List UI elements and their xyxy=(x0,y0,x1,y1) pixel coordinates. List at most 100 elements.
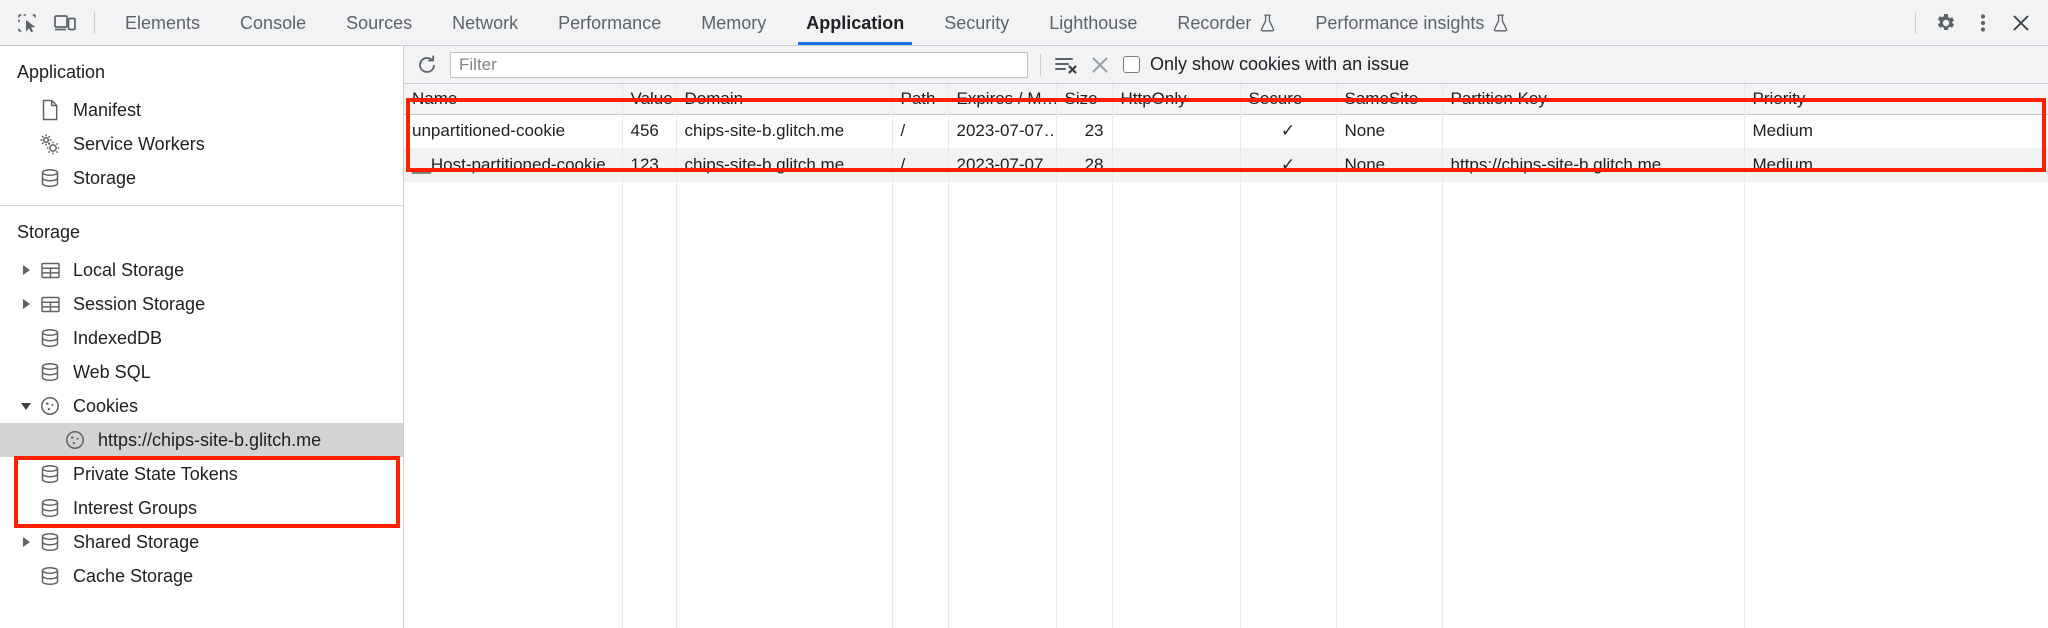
database-icon xyxy=(37,361,63,383)
tab-security[interactable]: Security xyxy=(924,0,1029,45)
column-header-domain[interactable]: Domain xyxy=(676,84,893,115)
column-header-httponly[interactable]: HttpOnly xyxy=(1112,84,1241,115)
column-header-path[interactable]: Path xyxy=(892,84,949,115)
column-header-size[interactable]: Size xyxy=(1056,84,1113,115)
tab-label: Recorder xyxy=(1177,12,1252,33)
cookie-icon xyxy=(62,429,88,451)
cell-value[interactable]: 123 xyxy=(622,148,677,182)
sidebar-item-web-sql[interactable]: Web SQL xyxy=(0,355,403,389)
gear-icon[interactable] xyxy=(1926,4,1964,42)
chevron-right-icon[interactable] xyxy=(17,299,35,309)
tab-console[interactable]: Console xyxy=(220,0,326,45)
tab-performance-insights[interactable]: Performance insights xyxy=(1295,0,1528,45)
filter-input[interactable] xyxy=(450,51,1028,78)
tab-performance[interactable]: Performance xyxy=(538,0,681,45)
refresh-icon[interactable] xyxy=(410,50,444,80)
inspect-element-icon[interactable] xyxy=(8,4,46,42)
table-icon xyxy=(37,260,63,281)
sidebar-item-service-workers[interactable]: Service Workers xyxy=(0,127,403,161)
cell-domain[interactable]: chips-site-b.glitch.me xyxy=(676,148,893,182)
chevron-down-icon[interactable] xyxy=(17,402,35,410)
sidebar-item-label: Storage xyxy=(73,168,137,188)
cell-partition-key[interactable] xyxy=(1442,114,1745,148)
tab-lighthouse[interactable]: Lighthouse xyxy=(1029,0,1157,45)
sidebar-item-storage[interactable]: Storage xyxy=(0,161,403,195)
tab-label: Application xyxy=(806,12,905,33)
cell-expires[interactable]: 2023-07-07… xyxy=(948,148,1057,182)
cookies-table: Name Value Domain Path Expires / M… Size… xyxy=(404,84,2048,182)
cell-httponly[interactable] xyxy=(1112,114,1241,148)
cell-secure[interactable]: ✓ xyxy=(1240,148,1337,182)
sidebar-item-shared-storage[interactable]: Shared Storage xyxy=(0,525,403,559)
column-header-secure[interactable]: Secure xyxy=(1240,84,1337,115)
cookies-table-container: Name Value Domain Path Expires / M… Size… xyxy=(404,84,2048,628)
sidebar-item-indexeddb[interactable]: IndexedDB xyxy=(0,321,403,355)
column-header-partition-key[interactable]: Partition Key xyxy=(1442,84,1745,115)
only-issues-checkbox-row[interactable]: Only show cookies with an issue xyxy=(1123,54,1409,75)
tab-memory[interactable]: Memory xyxy=(681,0,786,45)
sidebar-item-manifest[interactable]: Manifest xyxy=(0,93,403,127)
tab-label: Network xyxy=(452,12,519,33)
cell-size[interactable]: 28 xyxy=(1056,148,1113,182)
toolbar-divider xyxy=(1040,53,1041,76)
clear-filtered-cookies-icon[interactable] xyxy=(1049,50,1083,80)
table-row[interactable]: unpartitioned-cookie 456 chips-site-b.gl… xyxy=(404,114,2048,148)
table-row[interactable]: __Host-partitioned-cookie 123 chips-site… xyxy=(404,148,2048,182)
cell-expires[interactable]: 2023-07-07… xyxy=(948,114,1057,148)
column-header-samesite[interactable]: SameSite xyxy=(1336,84,1443,115)
sidebar-item-label: Manifest xyxy=(73,100,142,120)
sidebar-item-label: https://chips-site-b.glitch.me xyxy=(98,430,322,450)
sidebar-item-cache-storage[interactable]: Cache Storage xyxy=(0,559,403,593)
sidebar-item-private-state-tokens[interactable]: Private State Tokens xyxy=(0,457,403,491)
sidebar-item-interest-groups[interactable]: Interest Groups xyxy=(0,491,403,525)
cell-path[interactable]: / xyxy=(892,148,949,182)
cell-name[interactable]: unpartitioned-cookie xyxy=(404,114,623,148)
kebab-menu-icon[interactable] xyxy=(1964,4,2002,42)
device-toolbar-icon[interactable] xyxy=(46,4,84,42)
cell-size[interactable]: 23 xyxy=(1056,114,1113,148)
database-icon xyxy=(37,497,63,519)
sidebar-item-local-storage[interactable]: Local Storage xyxy=(0,253,403,287)
cell-samesite[interactable]: None xyxy=(1336,148,1443,182)
cell-value[interactable]: 456 xyxy=(622,114,677,148)
cell-domain[interactable]: chips-site-b.glitch.me xyxy=(676,114,893,148)
only-issues-checkbox[interactable] xyxy=(1123,56,1140,73)
sidebar-item-cookie-origin[interactable]: https://chips-site-b.glitch.me xyxy=(0,423,403,457)
cell-samesite[interactable]: None xyxy=(1336,114,1443,148)
sidebar-item-label: Session Storage xyxy=(73,294,206,314)
tab-label: Performance xyxy=(558,12,662,33)
chevron-right-icon[interactable] xyxy=(17,265,35,275)
cell-secure[interactable]: ✓ xyxy=(1240,114,1337,148)
cookies-toolbar: Only show cookies with an issue xyxy=(404,46,2048,84)
close-icon[interactable] xyxy=(2002,4,2040,42)
column-header-value[interactable]: Value xyxy=(622,84,677,115)
sidebar-item-label: Cache Storage xyxy=(73,566,194,586)
cell-priority[interactable]: Medium xyxy=(1744,148,2048,182)
sidebar-item-label: IndexedDB xyxy=(73,328,163,348)
table-header-row: Name Value Domain Path Expires / M… Size… xyxy=(404,84,2048,115)
sidebar-item-session-storage[interactable]: Session Storage xyxy=(0,287,403,321)
devtools-tab-bar: Elements Console Sources Network Perform… xyxy=(0,0,2048,46)
sidebar-divider xyxy=(0,205,403,206)
sidebar-item-label: Local Storage xyxy=(73,260,185,280)
tab-recorder[interactable]: Recorder xyxy=(1157,0,1295,45)
clear-all-cookies-icon[interactable] xyxy=(1083,50,1117,80)
experiment-flask-icon xyxy=(1493,14,1508,32)
cell-path[interactable]: / xyxy=(892,114,949,148)
cell-partition-key[interactable]: https://chips-site-b.glitch.me xyxy=(1442,148,1745,182)
tab-sources[interactable]: Sources xyxy=(326,0,432,45)
chevron-right-icon[interactable] xyxy=(17,537,35,547)
tab-application[interactable]: Application xyxy=(786,0,924,45)
document-icon xyxy=(37,99,63,121)
column-header-name[interactable]: Name xyxy=(404,84,623,115)
cell-priority[interactable]: Medium xyxy=(1744,114,2048,148)
tab-elements[interactable]: Elements xyxy=(105,0,220,45)
cell-httponly[interactable] xyxy=(1112,148,1241,182)
column-header-priority[interactable]: Priority xyxy=(1744,84,2048,115)
sidebar-section-title-application: Application xyxy=(17,62,106,82)
cell-name[interactable]: __Host-partitioned-cookie xyxy=(404,148,623,182)
sidebar-item-cookies[interactable]: Cookies xyxy=(0,389,403,423)
column-header-expires[interactable]: Expires / M… xyxy=(948,84,1057,115)
tab-network[interactable]: Network xyxy=(432,0,538,45)
sidebar-section-title-storage: Storage xyxy=(17,222,81,242)
